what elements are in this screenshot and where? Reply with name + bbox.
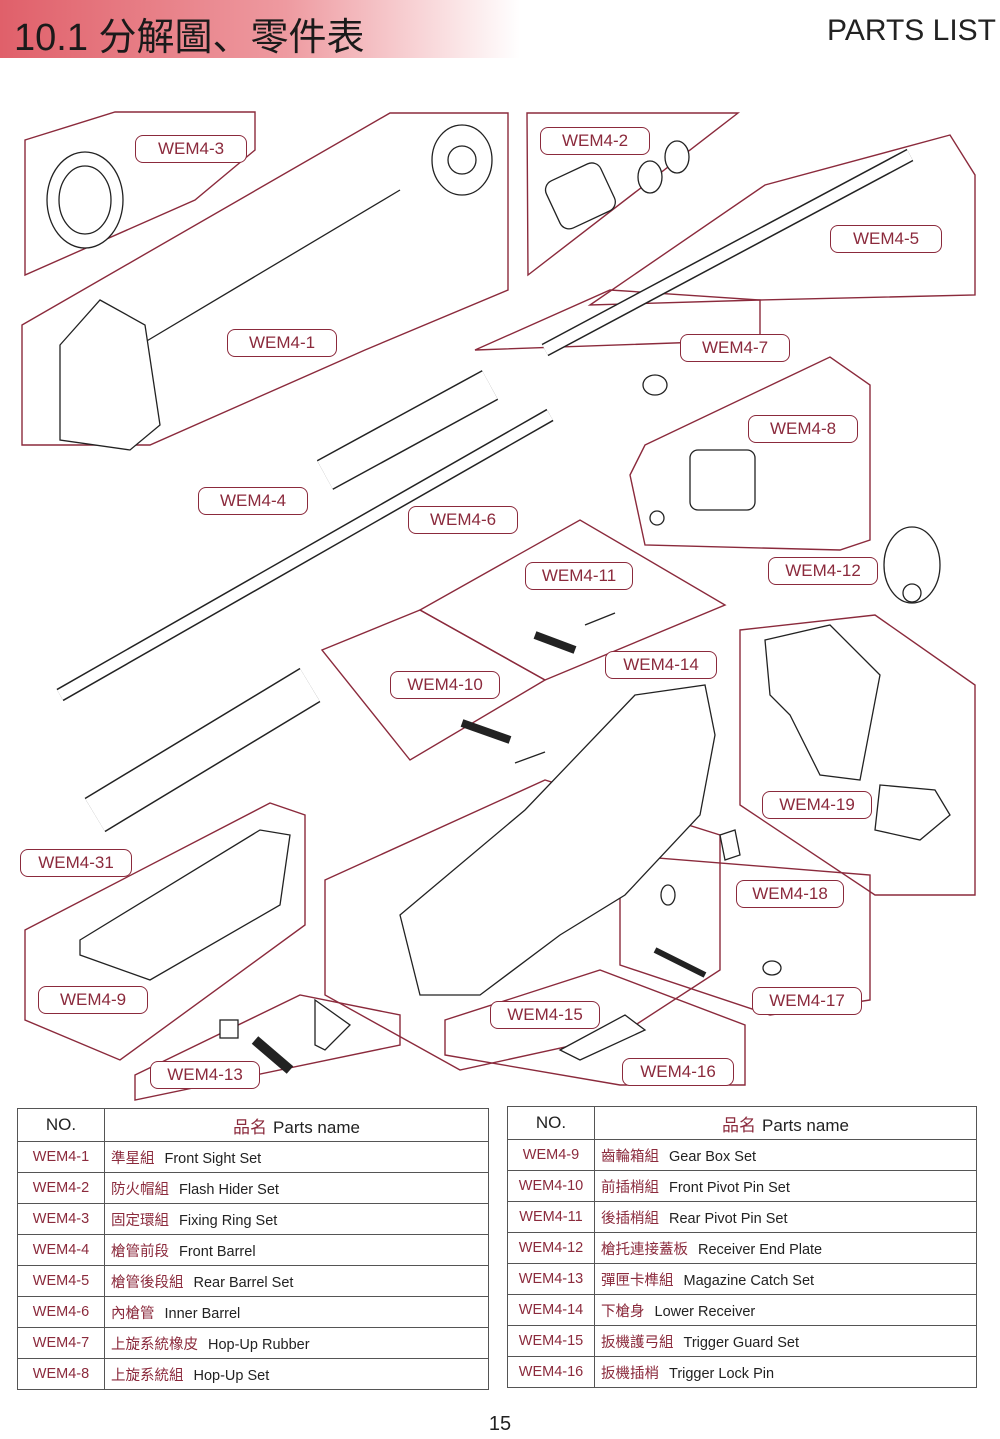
- frame-front-pin: [320, 609, 547, 761]
- tag-wem4-2: WEM4-2: [540, 127, 650, 155]
- tag-wem4-12: WEM4-12: [768, 557, 878, 585]
- tag-wem4-19: WEM4-19: [762, 791, 872, 819]
- frame-grip: [739, 614, 976, 896]
- pistol-grip-part: [764, 624, 881, 781]
- header-band: [0, 0, 520, 58]
- header-no: NO.: [17, 1108, 105, 1142]
- header-no: NO.: [507, 1106, 595, 1140]
- tag-wem4-1: WEM4-1: [227, 329, 337, 357]
- frame-flash-hider: [526, 112, 741, 277]
- frame-mag-catch: [134, 994, 401, 1101]
- tag-wem4-9: WEM4-9: [38, 986, 148, 1014]
- page-header: 10.1 分解圖、零件表 PARTS LIST: [0, 0, 1000, 59]
- frame-hop-rubber: [474, 289, 761, 351]
- gas-tube-part: [139, 189, 401, 346]
- diagram-drawing: [21, 111, 976, 1101]
- parts-list-heading: PARTS LIST: [827, 14, 996, 47]
- frame-front-sight: [21, 112, 509, 446]
- tag-wem4-7: WEM4-7: [680, 334, 790, 362]
- tag-wem4-13: WEM4-13: [150, 1061, 260, 1089]
- gearbox-part: [79, 829, 291, 981]
- tag-wem4-10: WEM4-10: [390, 671, 500, 699]
- tag-wem4-8: WEM4-8: [748, 415, 858, 443]
- rear-pin-part: [533, 631, 577, 654]
- trigger-guard-part: [558, 1014, 647, 1061]
- frame-gearbox: [24, 802, 306, 1061]
- tag-wem4-5: WEM4-5: [830, 225, 942, 253]
- tag-wem4-6: WEM4-6: [408, 506, 518, 534]
- hop-up-part: [689, 449, 756, 511]
- tag-wem4-15: WEM4-15: [490, 1001, 600, 1029]
- front-pin-part: [460, 719, 512, 744]
- mag-catch-part: [219, 1019, 239, 1039]
- hop-rubber-part: [642, 374, 668, 396]
- lower-receiver-part: [399, 684, 716, 996]
- exploded-diagram: WEM4-3 WEM4-2 WEM4-5 WEM4-1 WEM4-7 WEM4-…: [0, 95, 1000, 1105]
- page-number: 15: [488, 1413, 512, 1435]
- tag-wem4-18: WEM4-18: [736, 880, 844, 908]
- frame-fixing-ring: [24, 111, 256, 277]
- page-title: 10.1 分解圖、零件表: [14, 17, 365, 59]
- selector-part: [719, 829, 741, 861]
- tag-wem4-14: WEM4-14: [605, 651, 717, 679]
- flash-hider-part: [544, 162, 616, 230]
- tag-wem4-11: WEM4-11: [525, 562, 633, 590]
- tag-wem4-4: WEM4-4: [198, 487, 308, 515]
- tag-wem4-17: WEM4-17: [752, 987, 862, 1015]
- tag-wem4-31: WEM4-31: [20, 849, 132, 877]
- frame-trigger-guard: [444, 969, 746, 1086]
- frame-hop-up: [629, 356, 871, 551]
- end-plate-part: [883, 526, 941, 604]
- front-sight-part: [59, 299, 161, 451]
- tag-wem4-3: WEM4-3: [135, 135, 247, 163]
- tag-wem4-16: WEM4-16: [622, 1058, 734, 1086]
